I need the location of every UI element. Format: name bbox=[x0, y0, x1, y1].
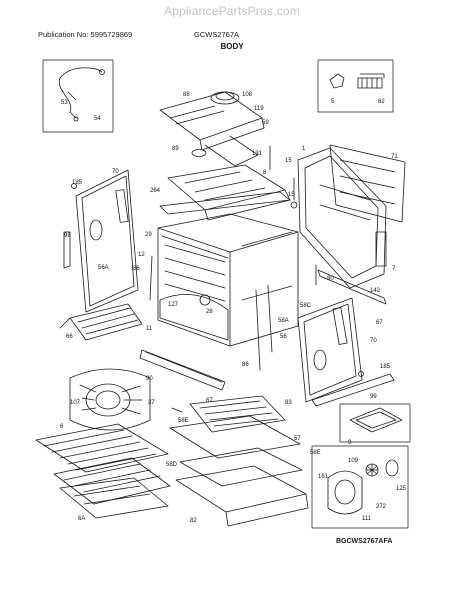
callout: 119 bbox=[254, 106, 264, 112]
callout: 131 bbox=[252, 151, 263, 157]
callout: 142 bbox=[370, 288, 381, 294]
top-cover bbox=[159, 91, 265, 167]
callout: 86 bbox=[133, 266, 140, 272]
callout: 111 bbox=[362, 516, 372, 522]
callout: 185 bbox=[72, 180, 83, 186]
callout: 272 bbox=[376, 504, 387, 510]
callout: 62 bbox=[378, 99, 385, 105]
convection-fan-cover bbox=[69, 368, 151, 431]
callout: 125 bbox=[396, 486, 407, 492]
watermark: AppliancePartsPros.com bbox=[164, 4, 300, 18]
trim-strips bbox=[139, 269, 387, 391]
callout: 15 bbox=[288, 192, 295, 198]
model-number: GCWS2767A bbox=[194, 30, 240, 39]
callout: 11 bbox=[146, 326, 153, 332]
callout: 67 bbox=[376, 320, 383, 326]
callout: 89 bbox=[172, 146, 179, 152]
diagram-title: BODY bbox=[220, 42, 244, 51]
lower-right-panel bbox=[297, 297, 395, 407]
callout: 8 bbox=[263, 170, 267, 176]
callout: 98 bbox=[64, 233, 71, 239]
callout: 70 bbox=[112, 169, 119, 175]
wire-harness-inset bbox=[42, 59, 114, 133]
callout: 66 bbox=[66, 334, 73, 340]
clips-inset bbox=[317, 59, 394, 113]
callout: 185 bbox=[380, 364, 391, 370]
publication-number: Publication No: 5995729869 bbox=[38, 30, 133, 39]
callout: 9 bbox=[348, 440, 352, 446]
broil-pan-inset bbox=[339, 403, 411, 443]
callout: 127 bbox=[168, 302, 179, 308]
callout: 37 bbox=[148, 400, 155, 406]
top-shield bbox=[159, 164, 291, 221]
left-side-panel bbox=[63, 169, 139, 313]
bake-element bbox=[169, 395, 309, 527]
callout: 108 bbox=[242, 92, 253, 98]
callout: 71 bbox=[391, 154, 398, 160]
diagram-code: BGCWS2767AFA bbox=[336, 538, 393, 545]
callout: 70 bbox=[370, 338, 377, 344]
right-side-panel bbox=[297, 144, 406, 289]
callout: 12 bbox=[138, 252, 145, 258]
callout: 6 bbox=[60, 424, 64, 430]
callout: 53 bbox=[61, 100, 68, 106]
callout: 29 bbox=[145, 232, 152, 238]
callout: 57 bbox=[294, 436, 301, 442]
callout: 56A bbox=[98, 265, 109, 271]
oven-cavity bbox=[157, 213, 299, 347]
callout: 58A bbox=[278, 318, 289, 324]
callout: 99 bbox=[370, 394, 377, 400]
callout: 6A bbox=[78, 516, 85, 522]
callout: 264 bbox=[150, 188, 161, 194]
callout: 15 bbox=[285, 158, 292, 164]
callout: 54 bbox=[94, 116, 101, 122]
callout: 161 bbox=[318, 474, 329, 480]
callout: 1 bbox=[302, 146, 306, 152]
small-parts bbox=[71, 145, 364, 413]
callout: 7 bbox=[392, 266, 396, 272]
callout: 90 bbox=[146, 376, 153, 382]
callout-labels: 53 54 5 62 88 108 119 59 89 131 15 1 71 … bbox=[60, 92, 407, 524]
fan-kit-inset bbox=[311, 445, 409, 529]
callout: 59 bbox=[262, 120, 269, 126]
callout: 5 bbox=[331, 99, 335, 105]
callout: 83 bbox=[285, 400, 292, 406]
callout: 58E bbox=[178, 418, 189, 424]
oven-racks bbox=[35, 423, 171, 519]
callout: 28 bbox=[206, 309, 213, 315]
broil-element bbox=[59, 303, 143, 341]
callout: 86 bbox=[242, 362, 249, 368]
callout: 58C bbox=[300, 303, 312, 309]
callout: 58D bbox=[166, 462, 178, 468]
callout: 80 bbox=[327, 276, 334, 282]
callout: 82 bbox=[190, 518, 197, 524]
callout: 88 bbox=[183, 92, 190, 98]
callout: 107 bbox=[70, 400, 81, 406]
callout: 109 bbox=[348, 458, 359, 464]
callout: 56 bbox=[280, 334, 287, 340]
callout: 58E bbox=[310, 450, 321, 456]
callout: 67 bbox=[206, 398, 213, 404]
